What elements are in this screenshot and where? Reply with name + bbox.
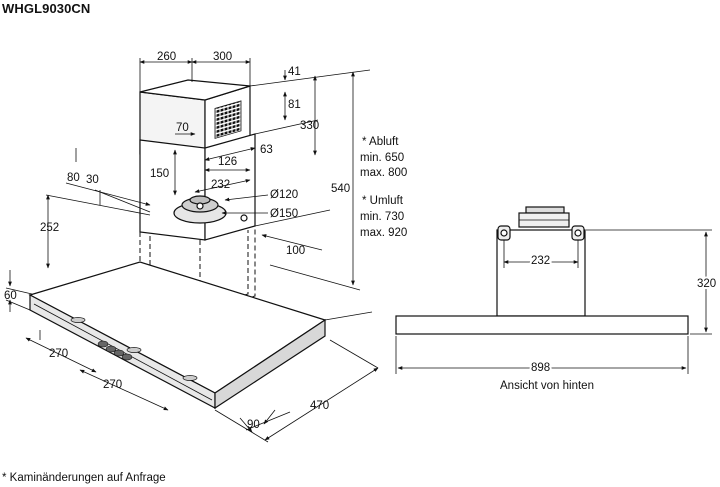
control-buttons xyxy=(97,340,133,361)
lower-chimney-front xyxy=(139,139,206,241)
dim-90: 90 xyxy=(247,419,260,431)
note-umluft: * Umluft xyxy=(362,195,404,207)
rear-view-caption: Ansicht von hinten xyxy=(500,380,594,392)
dim-330: 330 xyxy=(300,120,319,132)
rear-dim-320: 320 xyxy=(697,278,716,290)
dim-260: 260 xyxy=(157,51,176,63)
dim-30: 30 xyxy=(86,174,99,186)
dim-63: 63 xyxy=(260,144,273,156)
note-umluft-min: min. 730 xyxy=(360,211,404,223)
dim-diameter-150: Ø150 xyxy=(270,208,298,220)
dim-150: 150 xyxy=(150,168,169,180)
rear-motor-top xyxy=(525,206,565,214)
dim-70: 70 xyxy=(176,122,189,134)
dim-300: 300 xyxy=(213,51,232,63)
rear-view xyxy=(395,206,689,335)
dim-270-second: 270 xyxy=(103,379,122,391)
dim-232: 232 xyxy=(211,179,230,191)
front-view-hood xyxy=(28,79,327,410)
rear-dim-232: 232 xyxy=(531,255,550,267)
dim-126: 126 xyxy=(218,156,237,168)
rear-dimension-labels: 232 320 898 Ansicht von hinten xyxy=(500,253,718,392)
rear-dim-898: 898 xyxy=(531,362,550,374)
dim-80: 80 xyxy=(67,172,80,184)
dim-diameter-120: Ø120 xyxy=(270,189,298,201)
front-dimension-labels: 260 300 41 81 330 70 63 126 150 232 540 … xyxy=(4,51,407,431)
dim-270-first: 270 xyxy=(49,348,68,360)
model-title: WHGL9030CN xyxy=(2,1,91,16)
note-umluft-max: max. 920 xyxy=(360,227,407,239)
rear-dimension-lines xyxy=(395,229,712,374)
footnote: * Kaminänderungen auf Anfrage xyxy=(2,472,166,484)
dim-81: 81 xyxy=(288,99,301,111)
front-dimension-lines xyxy=(5,58,379,443)
note-abluft-min: min. 650 xyxy=(360,152,404,164)
dim-100: 100 xyxy=(286,245,305,257)
note-abluft-max: max. 800 xyxy=(360,167,407,179)
dim-252: 252 xyxy=(40,222,59,234)
note-abluft: * Abluft xyxy=(362,136,399,148)
dim-60: 60 xyxy=(4,290,17,302)
rear-chimney xyxy=(496,229,586,317)
dim-540: 540 xyxy=(331,183,350,195)
vent-grille xyxy=(214,100,242,139)
dim-470: 470 xyxy=(310,400,329,412)
canopy-side xyxy=(214,318,326,410)
dim-41: 41 xyxy=(288,66,301,78)
rear-canopy xyxy=(395,315,689,335)
